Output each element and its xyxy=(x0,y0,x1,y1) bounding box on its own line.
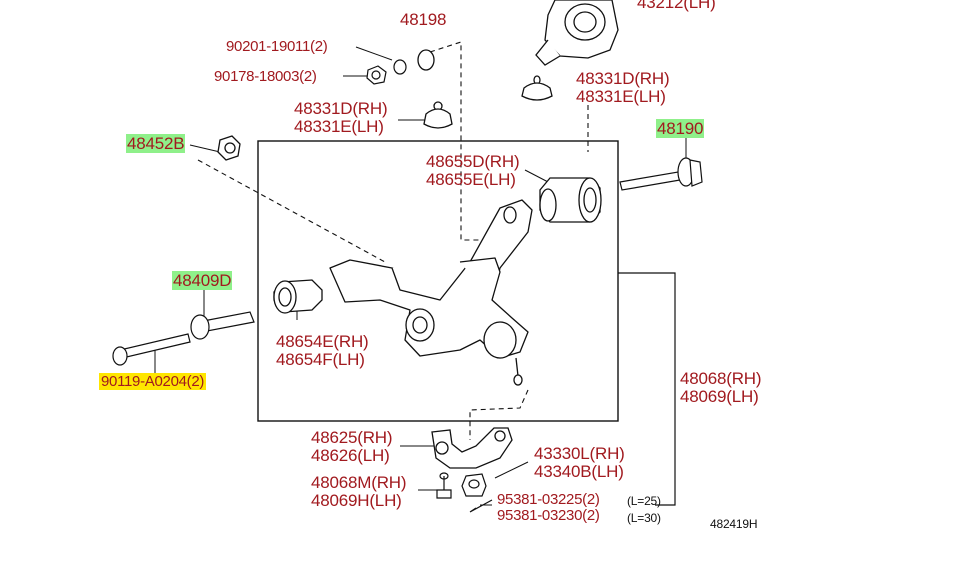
length-25: (L=25) xyxy=(627,494,661,508)
part-48331-upper-lh: 48331E(LH) xyxy=(576,87,666,106)
part-48068m-rh: 48068M(RH) xyxy=(311,473,407,492)
part-43330-rh: 43330L(RH) xyxy=(534,444,625,463)
part-90119[interactable]: 90119-A0204(2) xyxy=(99,373,207,390)
part-48190[interactable]: 48190 xyxy=(656,119,705,138)
part-48331-lower-lh: 48331E(LH) xyxy=(294,117,384,136)
steering-knuckle xyxy=(535,0,619,66)
part-95381[interactable]: 95381-03225(2) 95381-03230(2) xyxy=(497,492,600,523)
diagram-code: 482419H xyxy=(710,517,758,531)
part-48331-lower-rh: 48331D(RH) xyxy=(294,99,388,118)
part-43340-lh: 43340B(LH) xyxy=(534,462,624,481)
part-48409[interactable]: 48409D xyxy=(172,271,233,290)
part-48654-rh: 48654E(RH) xyxy=(276,332,369,351)
part-48625[interactable]: 48625(RH) 48626(LH) xyxy=(311,428,393,465)
part-48068-rh: 48068(RH) xyxy=(680,369,762,388)
assembly-frame xyxy=(257,140,619,422)
part-90201[interactable]: 90201-19011(2) xyxy=(226,38,328,55)
cam-plate-bolt xyxy=(112,311,255,366)
part-48331-upper[interactable]: 48331D(RH) 48331E(LH) xyxy=(576,69,670,106)
washer xyxy=(417,49,435,71)
part-48654[interactable]: 48654E(RH) 48654F(LH) xyxy=(276,333,369,368)
part-43330[interactable]: 43330L(RH) 43340B(LH) xyxy=(534,445,625,480)
part-48068[interactable]: 48068(RH) 48069(LH) xyxy=(680,369,762,406)
part-48331-upper-rh: 48331D(RH) xyxy=(576,69,670,88)
part-48626-lh: 48626(LH) xyxy=(311,446,390,465)
part-48655-lh: 48655E(LH) xyxy=(426,170,516,189)
cam-bolt xyxy=(619,157,703,191)
castle-nut xyxy=(461,473,487,497)
dashed-leaders xyxy=(197,41,589,440)
part-95381-b: 95381-03230(2) xyxy=(497,507,600,524)
length-notes: (L=25) (L=30) xyxy=(627,495,661,524)
bracket-48625 xyxy=(431,427,513,469)
part-48198[interactable]: 48198 xyxy=(400,10,447,29)
part-48069h-lh: 48069H(LH) xyxy=(311,491,402,510)
cotter-pin xyxy=(469,499,493,513)
part-48655-rh: 48655D(RH) xyxy=(426,152,520,171)
bolt-small xyxy=(436,472,452,499)
cap xyxy=(217,135,241,161)
ball-joint-upper-left xyxy=(423,101,453,129)
part-43212[interactable]: 43212(LH) xyxy=(637,0,716,12)
part-90178[interactable]: 90178-18003(2) xyxy=(214,68,317,85)
part-95381-a: 95381-03225(2) xyxy=(497,491,600,508)
part-48625-rh: 48625(RH) xyxy=(311,428,393,447)
part-48654-lh: 48654F(LH) xyxy=(276,350,365,369)
nut xyxy=(366,65,387,85)
part-48452[interactable]: 48452B xyxy=(126,134,186,153)
lower-control-arm xyxy=(329,199,533,386)
part-48331-lower[interactable]: 48331D(RH) 48331E(LH) xyxy=(294,99,388,136)
part-48069-lh: 48069(LH) xyxy=(680,387,759,406)
bushing-rear xyxy=(539,177,602,223)
assembly-bracket xyxy=(618,272,676,506)
length-30: (L=30) xyxy=(627,511,661,525)
part-48655[interactable]: 48655D(RH) 48655E(LH) xyxy=(426,152,520,189)
washer-small xyxy=(393,59,407,75)
part-48068m[interactable]: 48068M(RH) 48069H(LH) xyxy=(311,473,407,510)
bushing-front xyxy=(273,279,323,314)
ball-joint-upper-right xyxy=(521,75,553,101)
